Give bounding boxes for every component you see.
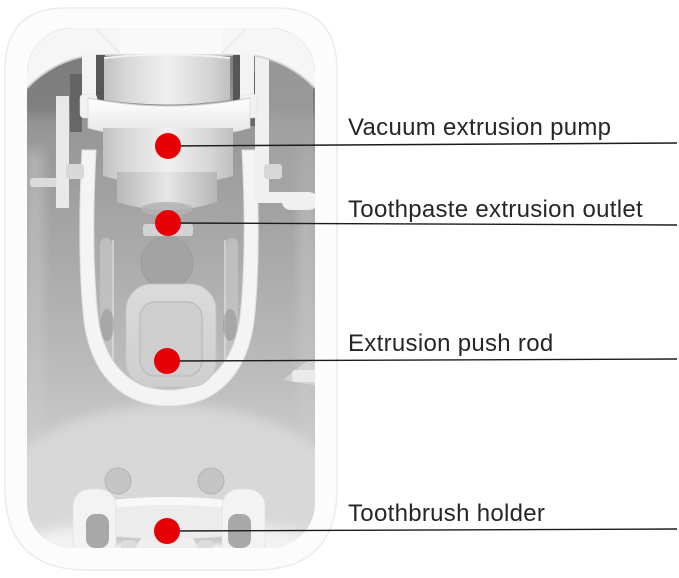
callout-layer	[154, 133, 678, 544]
side-partitions	[30, 53, 315, 386]
callout-dot	[154, 348, 180, 374]
pump-piston	[103, 53, 231, 105]
callout-label-2: Toothpaste extrusion outlet	[348, 196, 643, 223]
callout-label-4: Toothbrush holder	[348, 500, 546, 527]
top-canopy	[27, 28, 315, 89]
channel-boss	[140, 236, 194, 290]
callout-dot	[155, 133, 181, 159]
leader-line	[167, 142, 678, 147]
callout-label-3: Extrusion push rod	[348, 330, 554, 357]
floor-bumps	[104, 467, 225, 495]
wall-highlight	[299, 150, 315, 480]
toothbrush-holder	[72, 488, 266, 548]
callout-dot	[155, 210, 181, 236]
wall-highlight	[27, 150, 43, 480]
callout-label-1: Vacuum extrusion pump	[348, 114, 612, 141]
leader-line	[166, 358, 678, 362]
leader-line	[167, 222, 678, 226]
leader-line	[166, 528, 678, 532]
callout-dot	[154, 518, 180, 544]
